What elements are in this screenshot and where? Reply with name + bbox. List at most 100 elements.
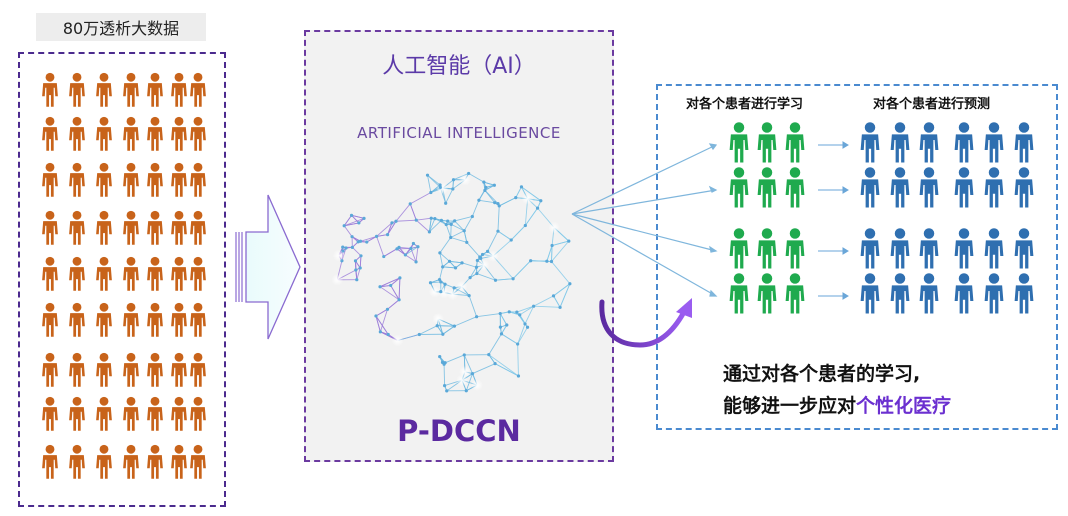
brain-node xyxy=(452,324,457,328)
brain-node xyxy=(519,185,524,189)
brain-node xyxy=(470,214,474,219)
person-icon xyxy=(1014,228,1034,269)
person-icon xyxy=(123,256,139,291)
person-icon xyxy=(190,352,206,387)
brain-node xyxy=(505,323,509,327)
brain-node xyxy=(468,276,472,280)
person-icon xyxy=(729,167,749,208)
person-icon xyxy=(757,273,777,314)
brain-node xyxy=(525,325,530,329)
brain-node xyxy=(539,199,543,203)
person-icon xyxy=(984,167,1004,208)
person-icon xyxy=(171,352,187,387)
person-icon xyxy=(69,162,85,197)
brain-node xyxy=(438,183,442,187)
brain-node xyxy=(443,383,447,388)
person-icon xyxy=(69,352,85,387)
person-icon xyxy=(954,273,974,314)
person-icon xyxy=(123,72,139,107)
person-icon xyxy=(69,396,85,431)
brain-node xyxy=(441,332,445,336)
person-icon xyxy=(785,228,805,269)
person-icon xyxy=(729,273,749,314)
brain-node xyxy=(523,223,527,228)
predict-heading: 对各个患者进行预测 xyxy=(873,97,991,112)
personalized-medicine-highlight: 个性化医疗 xyxy=(856,395,952,417)
connection-lines xyxy=(571,143,718,297)
person-icon xyxy=(860,167,880,208)
person-icon xyxy=(171,72,187,107)
brain-node xyxy=(378,285,382,289)
brain-node xyxy=(477,198,481,202)
brain-node xyxy=(433,216,437,221)
person-icon xyxy=(984,122,1004,163)
brain-node xyxy=(417,332,421,337)
brain-node xyxy=(499,332,504,336)
brain-node xyxy=(440,360,445,364)
person-icon xyxy=(96,162,112,197)
brain-node xyxy=(391,334,404,347)
brain-node xyxy=(515,310,519,314)
person-icon xyxy=(69,256,85,291)
person-icon xyxy=(123,116,139,151)
conclusion-prefix: 能够进一步应对 xyxy=(723,395,857,417)
person-icon xyxy=(96,302,112,337)
learn-heading: 对各个患者进行学习 xyxy=(686,97,804,112)
person-icon xyxy=(42,352,58,387)
dataset-box xyxy=(18,52,226,507)
brain-node xyxy=(496,229,500,233)
brain-node xyxy=(362,216,366,220)
brain-node xyxy=(439,280,443,284)
brain-node xyxy=(567,239,571,243)
brain-node xyxy=(514,196,518,200)
person-icon xyxy=(42,396,58,431)
person-icon xyxy=(96,72,112,107)
person-icon xyxy=(954,122,974,163)
person-icon xyxy=(69,302,85,337)
person-icon xyxy=(954,228,974,269)
brain-node xyxy=(484,185,488,190)
brain-node xyxy=(462,353,466,357)
person-icon xyxy=(147,162,163,197)
conclusion-line-1: 通过对各个患者的学习, xyxy=(723,363,921,385)
brain-node xyxy=(353,259,358,263)
person-icon xyxy=(785,167,805,208)
brain-node xyxy=(470,371,475,376)
person-icon xyxy=(729,228,749,269)
brain-node xyxy=(465,240,469,244)
brain-node xyxy=(414,218,418,222)
person-icon xyxy=(123,302,139,337)
brain-node xyxy=(355,278,359,282)
brain-node xyxy=(437,277,442,282)
person-icon xyxy=(190,72,206,107)
person-icon xyxy=(147,396,163,431)
brain-node xyxy=(441,265,445,269)
brain-mesh xyxy=(336,173,571,392)
person-icon xyxy=(890,167,910,208)
brain-node xyxy=(487,353,491,357)
brain-node xyxy=(480,252,485,257)
brain-node xyxy=(453,266,458,270)
brain-node xyxy=(453,219,457,223)
person-icon xyxy=(42,210,58,245)
person-icon xyxy=(919,167,939,208)
brain-node xyxy=(449,235,453,240)
brain-node xyxy=(365,240,369,244)
brain-node xyxy=(493,201,497,205)
person-icon xyxy=(984,273,1004,314)
brain-node xyxy=(357,221,361,225)
brain-node xyxy=(332,249,345,262)
person-icon xyxy=(171,444,187,479)
person-icon xyxy=(1014,122,1034,163)
brain-node xyxy=(385,233,390,237)
brain-node xyxy=(427,230,431,234)
predict-patients xyxy=(860,122,1034,314)
person-icon xyxy=(123,162,139,197)
brain-node xyxy=(398,276,402,280)
brain-node xyxy=(411,241,416,246)
brain-node xyxy=(436,182,449,195)
brain-node xyxy=(341,245,345,249)
right-arrow-icon xyxy=(235,194,301,340)
brain-node xyxy=(439,218,444,222)
person-icon xyxy=(190,210,206,245)
